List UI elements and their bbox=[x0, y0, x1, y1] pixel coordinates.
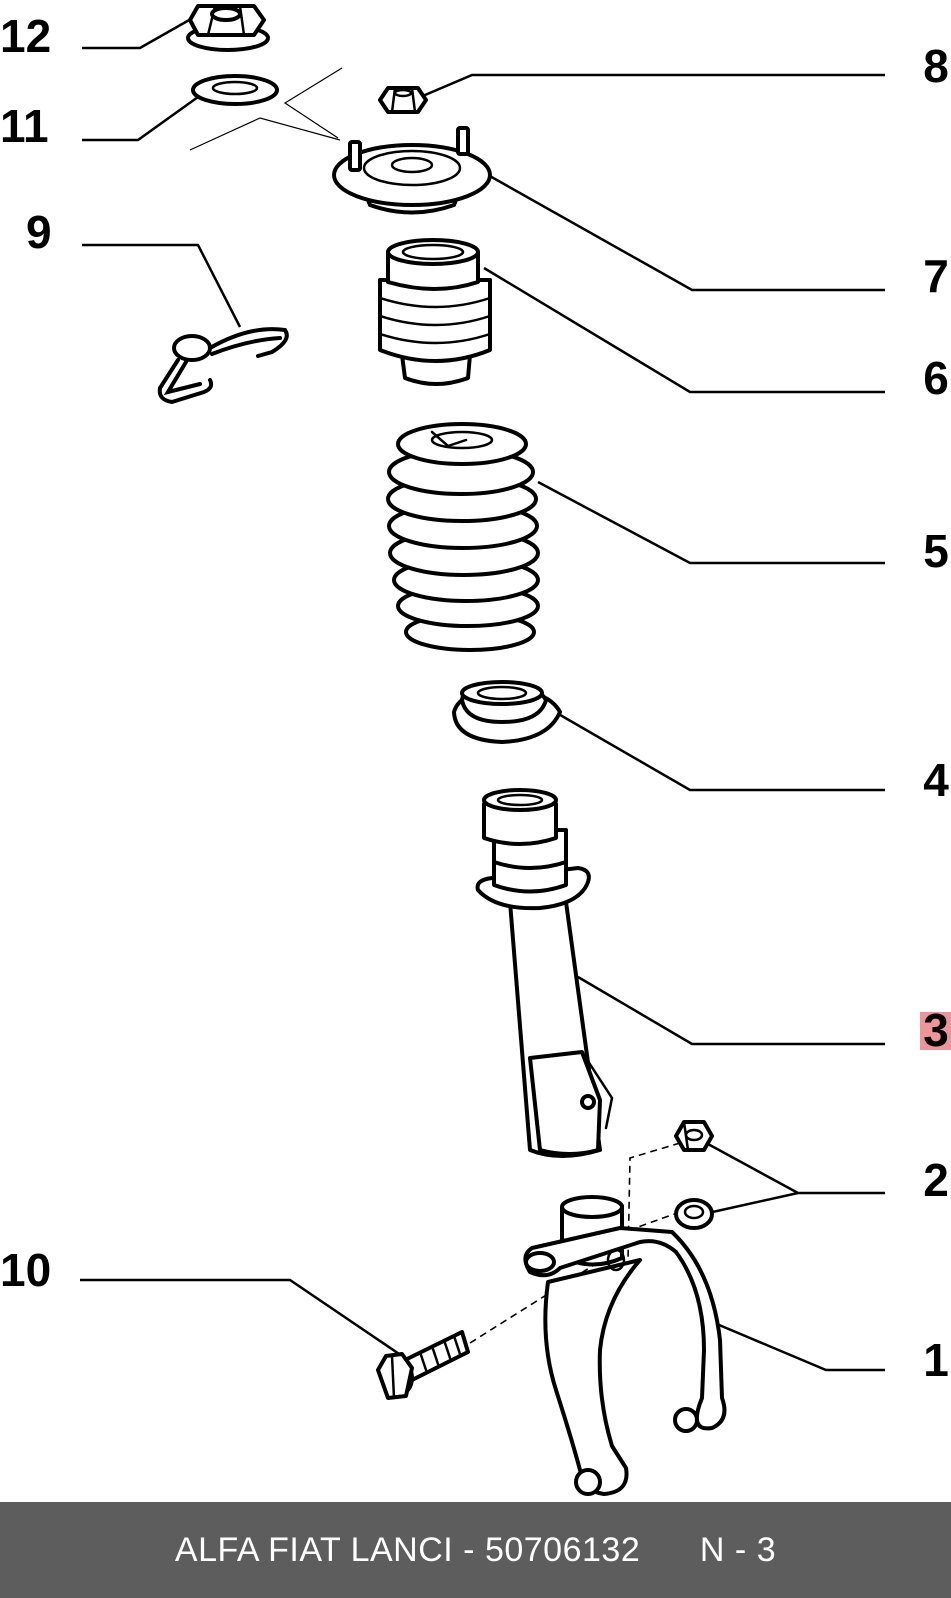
part-1-fork-knuckle bbox=[523, 1195, 727, 1496]
part-3-shock-absorber bbox=[475, 788, 614, 1158]
callout-1[interactable]: 1 bbox=[923, 1334, 949, 1386]
callout-3-highlight bbox=[920, 1012, 951, 1050]
callout-numbers: 12 11 9 8 7 6 5 4 3 2 1 10 bbox=[0, 10, 951, 1386]
part-2-nuts bbox=[674, 1120, 714, 1230]
leader-2a bbox=[707, 1142, 885, 1195]
leader-8 bbox=[417, 73, 885, 100]
callout-9[interactable]: 9 bbox=[26, 206, 52, 258]
footer-brand: ALFA FIAT LANCI bbox=[174, 1530, 454, 1569]
part-11-washer bbox=[191, 74, 279, 106]
part-5-coil-spring bbox=[386, 422, 540, 652]
leader-12 bbox=[82, 13, 199, 50]
callout-3[interactable]: 3 bbox=[923, 1004, 949, 1056]
leader-9 bbox=[82, 243, 242, 328]
suspension-exploded-diagram: 12 11 9 8 7 6 5 4 3 2 1 10 bbox=[0, 4, 951, 1496]
callout-5[interactable]: 5 bbox=[923, 525, 949, 577]
part-9-spring-clip bbox=[157, 327, 289, 405]
footer-gap bbox=[640, 1531, 700, 1570]
leader-2b bbox=[707, 1191, 799, 1215]
part-6-bump-stop bbox=[378, 238, 492, 386]
leader-5 bbox=[537, 480, 885, 565]
leader-4 bbox=[554, 710, 885, 792]
leader-7 bbox=[487, 173, 885, 292]
callout-10[interactable]: 10 bbox=[0, 1244, 51, 1296]
callout-4[interactable]: 4 bbox=[923, 754, 949, 806]
part-10-bolt bbox=[376, 1330, 470, 1400]
footer-reference: N - 3 bbox=[699, 1530, 777, 1569]
part-4-spring-seat bbox=[452, 680, 562, 744]
callout-11[interactable]: 11 bbox=[0, 100, 49, 152]
callout-8[interactable]: 8 bbox=[923, 40, 949, 92]
callout-2[interactable]: 2 bbox=[923, 1154, 949, 1206]
footer-bar: ALFA FIAT LANCI - 50706132 N - 3 bbox=[0, 1502, 951, 1598]
leader-11 bbox=[82, 95, 199, 142]
leader-lines bbox=[80, 13, 885, 1372]
part-7-strut-mount bbox=[332, 126, 492, 215]
callout-6[interactable]: 6 bbox=[923, 352, 949, 404]
footer-separator: - bbox=[453, 1530, 485, 1569]
leader-6 bbox=[483, 266, 885, 394]
part-12-flange-nut bbox=[186, 4, 270, 52]
leader-3 bbox=[577, 975, 885, 1046]
leader-10 bbox=[80, 1278, 409, 1362]
footer-part-number: 50706132 bbox=[484, 1530, 641, 1569]
part-8-nut bbox=[378, 86, 428, 114]
callout-12[interactable]: 12 bbox=[0, 10, 51, 62]
leader-1 bbox=[711, 1320, 885, 1372]
callout-7[interactable]: 7 bbox=[923, 250, 949, 302]
